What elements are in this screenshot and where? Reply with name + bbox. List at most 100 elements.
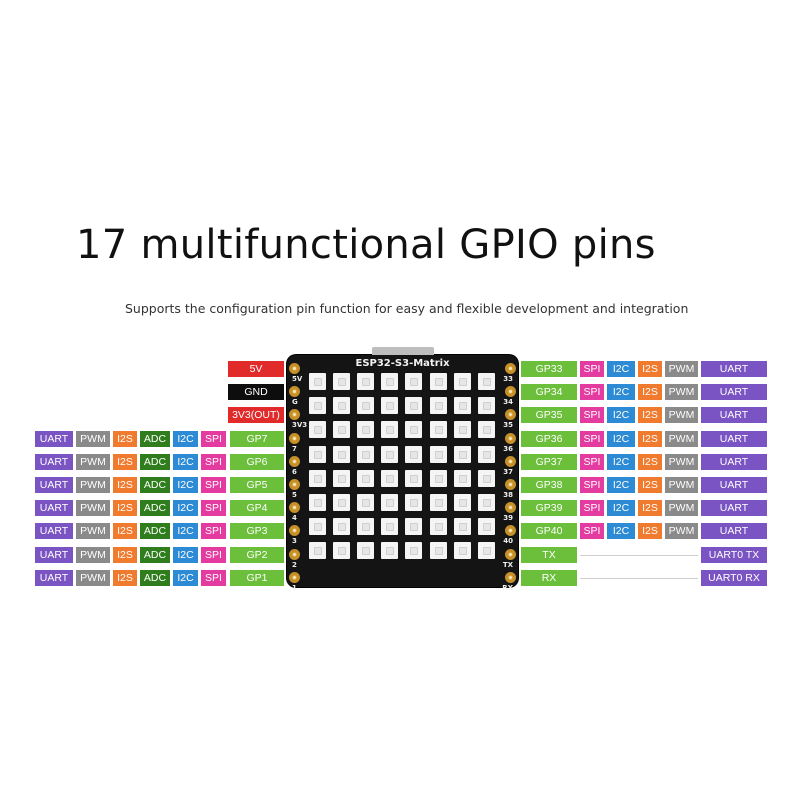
function-tag-spi: SPI — [580, 384, 604, 401]
pin-pad — [505, 363, 516, 374]
silk-label-left: G — [292, 398, 298, 407]
rgb-led — [357, 421, 375, 439]
function-tag-adc: ADC — [140, 430, 170, 447]
rgb-led — [357, 542, 375, 560]
rgb-led — [429, 494, 447, 511]
function-tag-pwm: PWM — [76, 477, 110, 493]
function-tag-spi: SPI — [580, 477, 604, 493]
function-tag-pwm: PWM — [665, 453, 698, 470]
gpio-label-gp7: GP7 — [230, 430, 284, 447]
pin-pad — [289, 409, 300, 421]
function-tag-spi: SPI — [201, 430, 226, 447]
silk-label-left: 1 — [292, 583, 297, 592]
gpio-label-gp36: GP36 — [521, 430, 577, 447]
function-tag-i2c: I2C — [173, 500, 198, 517]
silk-label-right: 38 — [503, 491, 513, 499]
pin-pad — [505, 479, 516, 490]
silk-label-left: 7 — [292, 444, 297, 453]
rgb-led — [333, 421, 351, 439]
function-tag-pwm: PWM — [76, 500, 110, 517]
rgb-led — [309, 373, 326, 390]
rgb-led — [333, 373, 351, 390]
function-tag-i2s: I2S — [638, 500, 662, 517]
rgb-led — [477, 421, 495, 439]
function-tag-uart: UART — [35, 430, 73, 447]
rgb-led — [477, 542, 495, 560]
gpio-label-gp3: GP3 — [230, 523, 284, 540]
pin-pad — [289, 502, 300, 514]
rgb-led — [453, 445, 471, 463]
pin-pad — [505, 409, 516, 421]
rgb-led — [309, 445, 326, 463]
function-tag-uart: UART — [35, 523, 73, 540]
gpio-label-gp33: GP33 — [521, 361, 577, 377]
rgb-led — [333, 542, 351, 560]
function-tag-uart: UART — [701, 477, 767, 493]
rgb-led — [333, 397, 351, 415]
rgb-led — [477, 397, 495, 415]
function-tag-i2s: I2S — [113, 500, 137, 517]
rgb-led — [357, 518, 375, 536]
function-tag-adc: ADC — [140, 477, 170, 493]
rgb-led — [405, 469, 423, 487]
rgb-led — [309, 397, 326, 415]
function-tag-i2c: I2C — [607, 430, 635, 447]
rgb-led — [381, 542, 399, 560]
pin-pad — [289, 363, 300, 374]
rgb-led — [405, 445, 423, 463]
function-tag-spi: SPI — [201, 453, 226, 470]
rgb-led — [381, 494, 399, 511]
function-tag-pwm: PWM — [665, 361, 698, 377]
rgb-led — [453, 397, 471, 415]
function-tag-pwm: PWM — [665, 523, 698, 540]
gpio-label-rx: RX — [521, 569, 577, 586]
function-tag-i2s: I2S — [113, 569, 137, 586]
rgb-led — [357, 469, 375, 487]
gpio-label-gp37: GP37 — [521, 453, 577, 470]
rgb-led — [453, 542, 471, 560]
function-tag-i2s: I2S — [638, 361, 662, 377]
function-tag-i2c: I2C — [607, 477, 635, 493]
rgb-led — [477, 469, 495, 487]
function-tag-adc: ADC — [140, 453, 170, 470]
rgb-led — [477, 445, 495, 463]
board-title: ESP32-S3-Matrix — [355, 358, 450, 369]
function-tag-i2s: I2S — [113, 546, 137, 563]
silk-label-right: 40 — [503, 537, 513, 546]
rgb-led — [357, 397, 375, 415]
pin-pad — [505, 548, 516, 560]
silk-label-right: 34 — [503, 398, 513, 407]
silk-label-left: 3 — [292, 537, 297, 546]
function-tag-i2s: I2S — [638, 523, 662, 540]
silk-label-left: 3V3 — [292, 421, 308, 430]
function-tag-uart: UART — [701, 523, 767, 540]
pin-pad — [505, 525, 516, 537]
pin-pad — [289, 525, 300, 537]
function-tag-i2c: I2C — [173, 569, 198, 586]
rgb-led — [453, 494, 471, 511]
function-tag-i2s: I2S — [113, 430, 137, 447]
rgb-led — [429, 373, 447, 390]
rgb-led — [309, 542, 326, 560]
rgb-led — [453, 518, 471, 536]
rgb-led — [381, 421, 399, 439]
rgb-led — [309, 469, 326, 487]
gpio-label-gp35: GP35 — [521, 407, 577, 424]
function-tag-uart: UART — [35, 546, 73, 563]
pin-lead-line — [580, 577, 698, 579]
gpio-label-gp40: GP40 — [521, 523, 577, 540]
function-tag-i2c: I2C — [173, 430, 198, 447]
function-tag-spi: SPI — [580, 361, 604, 377]
silk-label-left: 5 — [292, 491, 297, 499]
pin-pad — [289, 386, 300, 398]
rgb-led — [477, 373, 495, 390]
silk-label-right: 37 — [503, 467, 513, 476]
silk-label-right: 36 — [503, 444, 513, 453]
rgb-led — [405, 542, 423, 560]
function-tag-spi: SPI — [580, 500, 604, 517]
function-tag-pwm: PWM — [76, 430, 110, 447]
function-tag-i2s: I2S — [638, 477, 662, 493]
rgb-led — [333, 518, 351, 536]
function-tag-spi: SPI — [201, 477, 226, 493]
